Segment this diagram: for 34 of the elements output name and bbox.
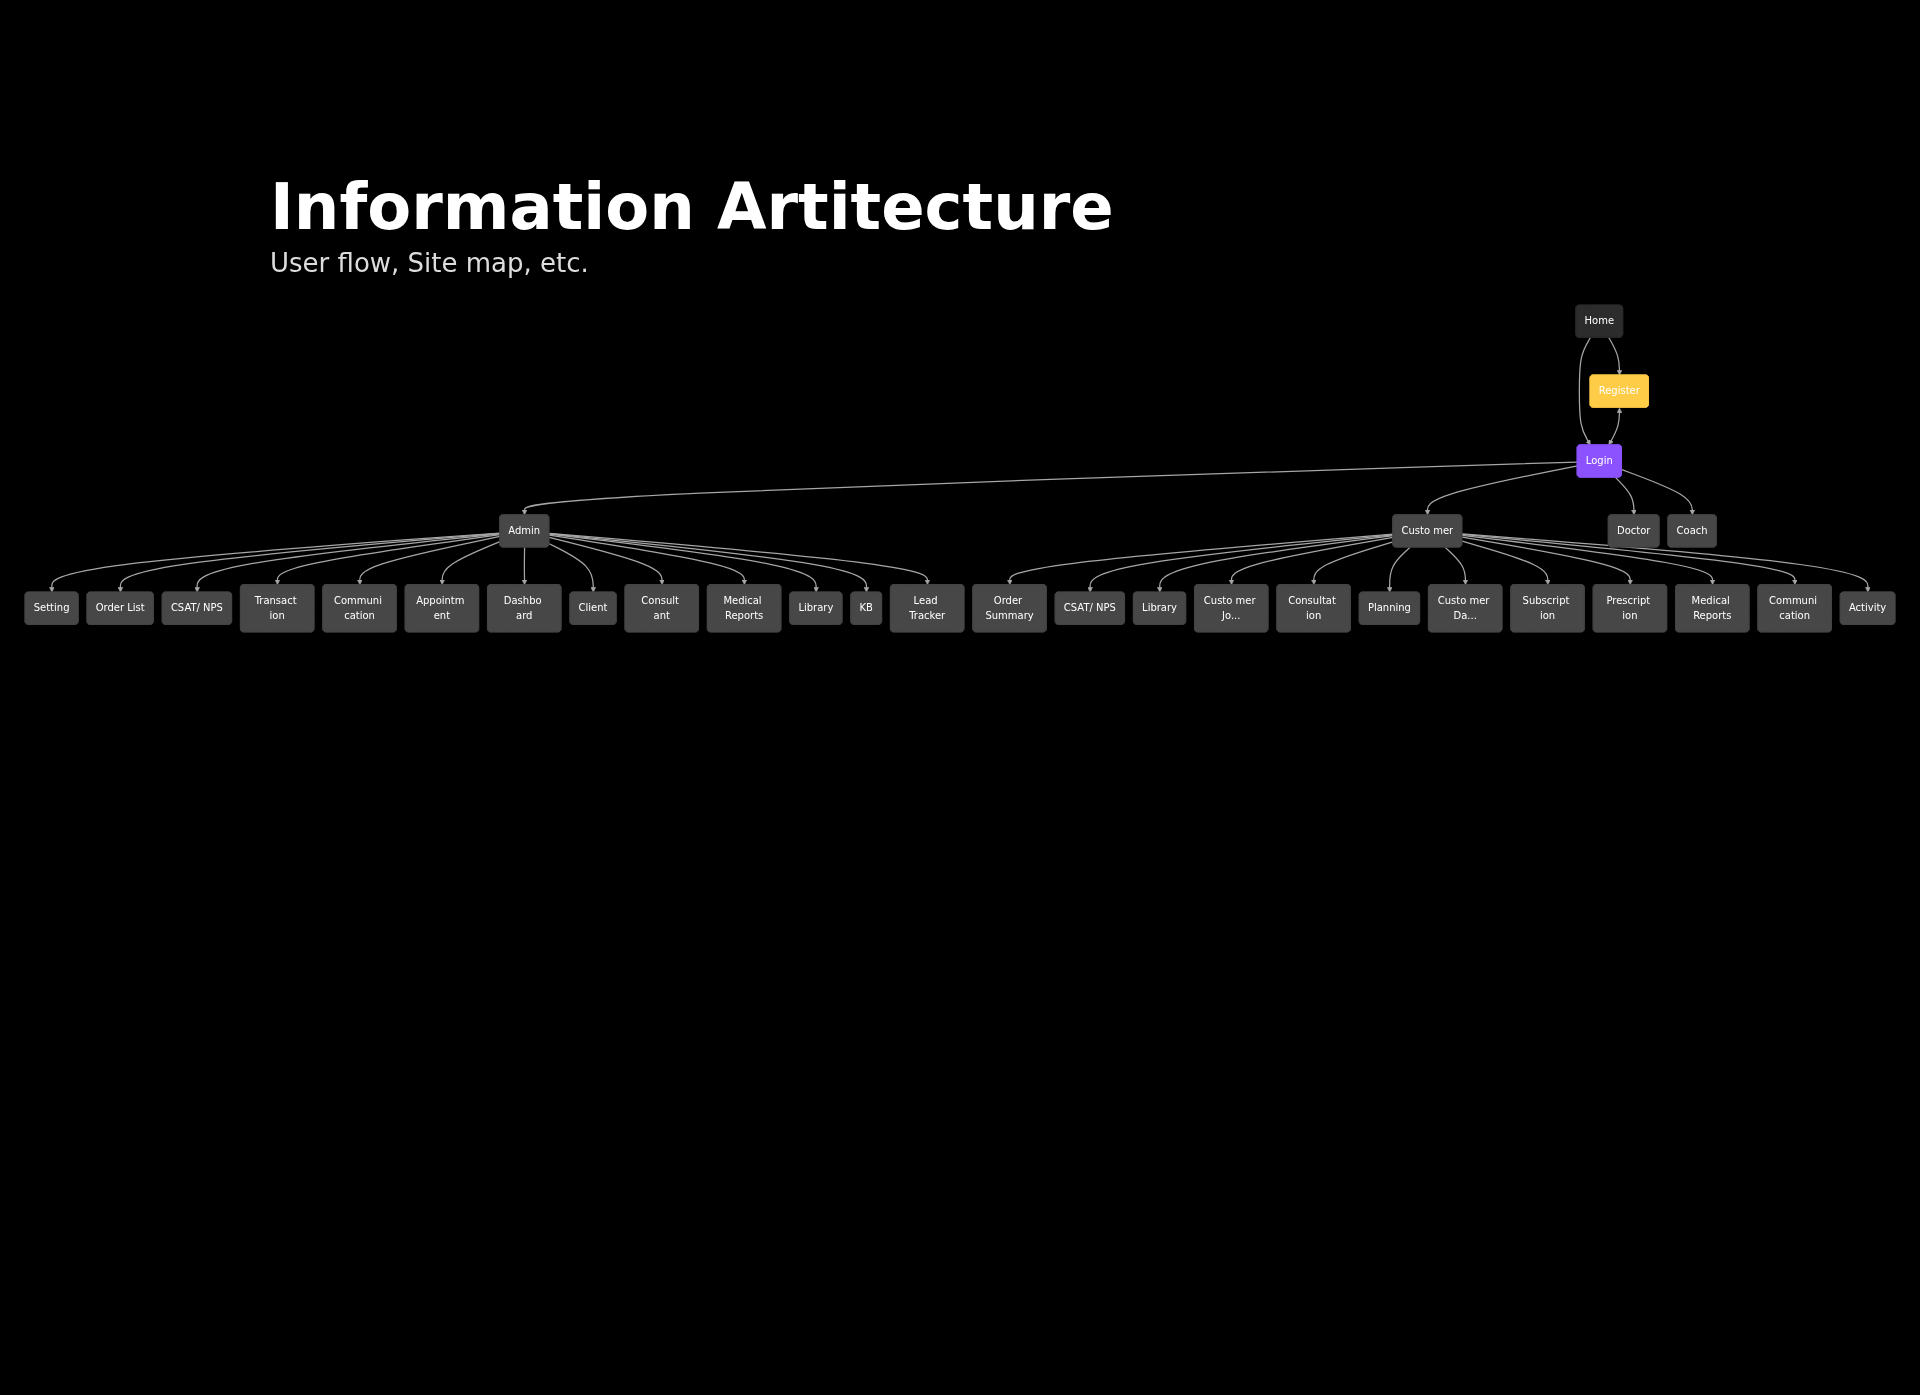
arrow: [521, 461, 1579, 516]
arrow: [548, 536, 665, 586]
arrow: [548, 532, 931, 586]
arrow: [357, 535, 501, 586]
arrow: [1386, 546, 1411, 593]
arrow: [548, 543, 596, 593]
diagram-title: Information Artitecture: [270, 170, 1114, 244]
arrow: [1461, 533, 1871, 593]
arrow: [1157, 535, 1394, 593]
arrow: [1444, 546, 1469, 586]
arrow: [1424, 465, 1579, 516]
arrow: [1461, 536, 1633, 586]
arrow: [1578, 337, 1591, 446]
arrow: [117, 532, 501, 593]
arrow: [548, 533, 870, 593]
arrow: [439, 541, 501, 586]
arrow: [521, 546, 528, 586]
subtitle: User flow, Site map, etc.: [270, 248, 590, 278]
arrow: [194, 533, 501, 593]
arrow: [1461, 534, 1716, 586]
arrow: [1461, 533, 1798, 586]
arrow: [1087, 534, 1394, 593]
arrow: [1614, 476, 1637, 516]
arrow: [1621, 469, 1696, 516]
arrow: [548, 533, 819, 593]
arrow: [1608, 337, 1623, 376]
arrow: [1311, 541, 1394, 586]
arrow: [1228, 536, 1394, 586]
arrow: [1461, 540, 1551, 586]
arrow: [1608, 407, 1623, 446]
arrow: [274, 534, 501, 586]
arrow: [49, 532, 501, 593]
arrow: [548, 534, 748, 586]
arrow: [1007, 533, 1394, 586]
